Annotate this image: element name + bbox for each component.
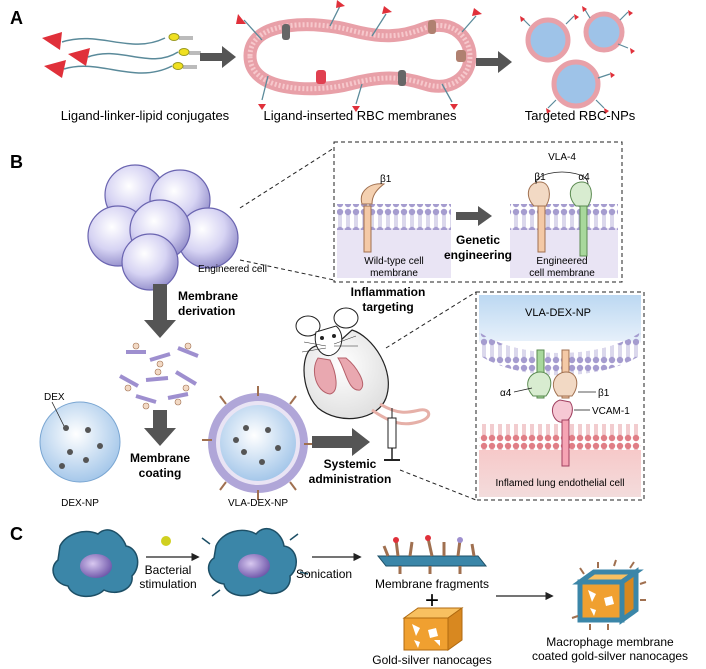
panel-c-letter: C xyxy=(10,524,23,544)
inset-genetic-engineering xyxy=(333,141,623,283)
caption-rbc-membranes: Ligand-inserted RBC membranes xyxy=(264,108,457,123)
coated-nanocage xyxy=(571,559,647,630)
membrane-coating-2: coating xyxy=(139,466,182,480)
inflammation-targeting-1: Inflammation xyxy=(351,285,426,299)
dex-label: DEX xyxy=(44,392,65,403)
sonication-label: Sonication xyxy=(296,567,352,581)
arrow-a1 xyxy=(200,46,236,68)
engineered-membrane-label-1: Engineered xyxy=(536,256,587,267)
inset-alpha4: α4 xyxy=(500,388,512,399)
panel-b-letter: B xyxy=(10,152,23,172)
membrane-derivation-1: Membrane xyxy=(178,289,238,303)
inset-vcam1: VCAM-1 xyxy=(592,406,630,417)
plus-sign: + xyxy=(425,587,439,614)
membrane-fragments-b xyxy=(119,346,199,404)
result-label-2: coated gold-silver nanocages xyxy=(532,649,688,663)
caption-conjugates: Ligand-linker-lipid conjugates xyxy=(61,108,230,123)
vla4-label: VLA-4 xyxy=(548,152,576,163)
systemic-label-1: Systemic xyxy=(324,457,377,471)
vla-dex-np xyxy=(202,386,314,500)
arrow-membrane-derivation xyxy=(144,284,176,338)
beta1-label-top: β1 xyxy=(380,174,392,185)
engineered-cells xyxy=(87,164,239,291)
engineered-cell-label: Engineered cell xyxy=(198,264,267,275)
bacterium xyxy=(161,536,171,546)
membrane-fragments-c xyxy=(376,535,488,574)
inset-beta1: β1 xyxy=(598,388,610,399)
systemic-label-2: administration xyxy=(309,472,392,486)
membrane-fragments-label: Membrane fragments xyxy=(375,577,489,591)
bacterial-stimulation-1: Bacterial xyxy=(145,563,192,577)
macrophage-1 xyxy=(52,529,139,598)
caption-targeted-nps: Targeted RBC-NPs xyxy=(525,108,636,123)
rbc-membrane xyxy=(236,0,482,112)
membrane-derivation-2: derivation xyxy=(178,304,235,318)
genetic-engineering-label-1: Genetic xyxy=(456,233,500,247)
inset-inflamed-lung xyxy=(475,291,645,501)
alpha4-label-eng: α4 xyxy=(578,172,590,183)
arrow-a2 xyxy=(476,51,512,73)
dex-np-label: DEX-NP xyxy=(61,498,99,509)
wild-type-label-2: membrane xyxy=(370,268,418,279)
macrophage-2 xyxy=(201,528,309,597)
engineered-membrane-label-2: cell membrane xyxy=(529,268,595,279)
ligand-conjugates xyxy=(42,32,201,78)
dex-np xyxy=(39,401,121,483)
panel-a-letter: A xyxy=(10,8,23,28)
mouse xyxy=(295,307,431,461)
genetic-engineering-label-2: engineering xyxy=(444,248,512,262)
result-label-1: Macrophage membrane xyxy=(546,635,674,649)
inflammation-targeting-2: targeting xyxy=(362,300,413,314)
arrow-membrane-coating xyxy=(144,410,176,446)
targeted-rbc-nps xyxy=(520,6,635,114)
gold-silver-nanocage xyxy=(402,607,464,651)
beta1-label-eng: β1 xyxy=(534,172,546,183)
inset-caption: Inflamed lung endothelial cell xyxy=(496,478,625,489)
wild-type-label-1: Wild-type cell xyxy=(364,256,423,267)
receptor-flecks xyxy=(124,342,192,410)
nanocages-label: Gold-silver nanocages xyxy=(372,653,491,667)
bacterial-stimulation-2: stimulation xyxy=(139,577,196,591)
vla-dex-np-label: VLA-DEX-NP xyxy=(228,498,288,509)
arrow-systemic xyxy=(312,428,370,456)
inset-vla-dex-np-title: VLA-DEX-NP xyxy=(525,307,591,319)
membrane-coating-1: Membrane xyxy=(130,451,190,465)
